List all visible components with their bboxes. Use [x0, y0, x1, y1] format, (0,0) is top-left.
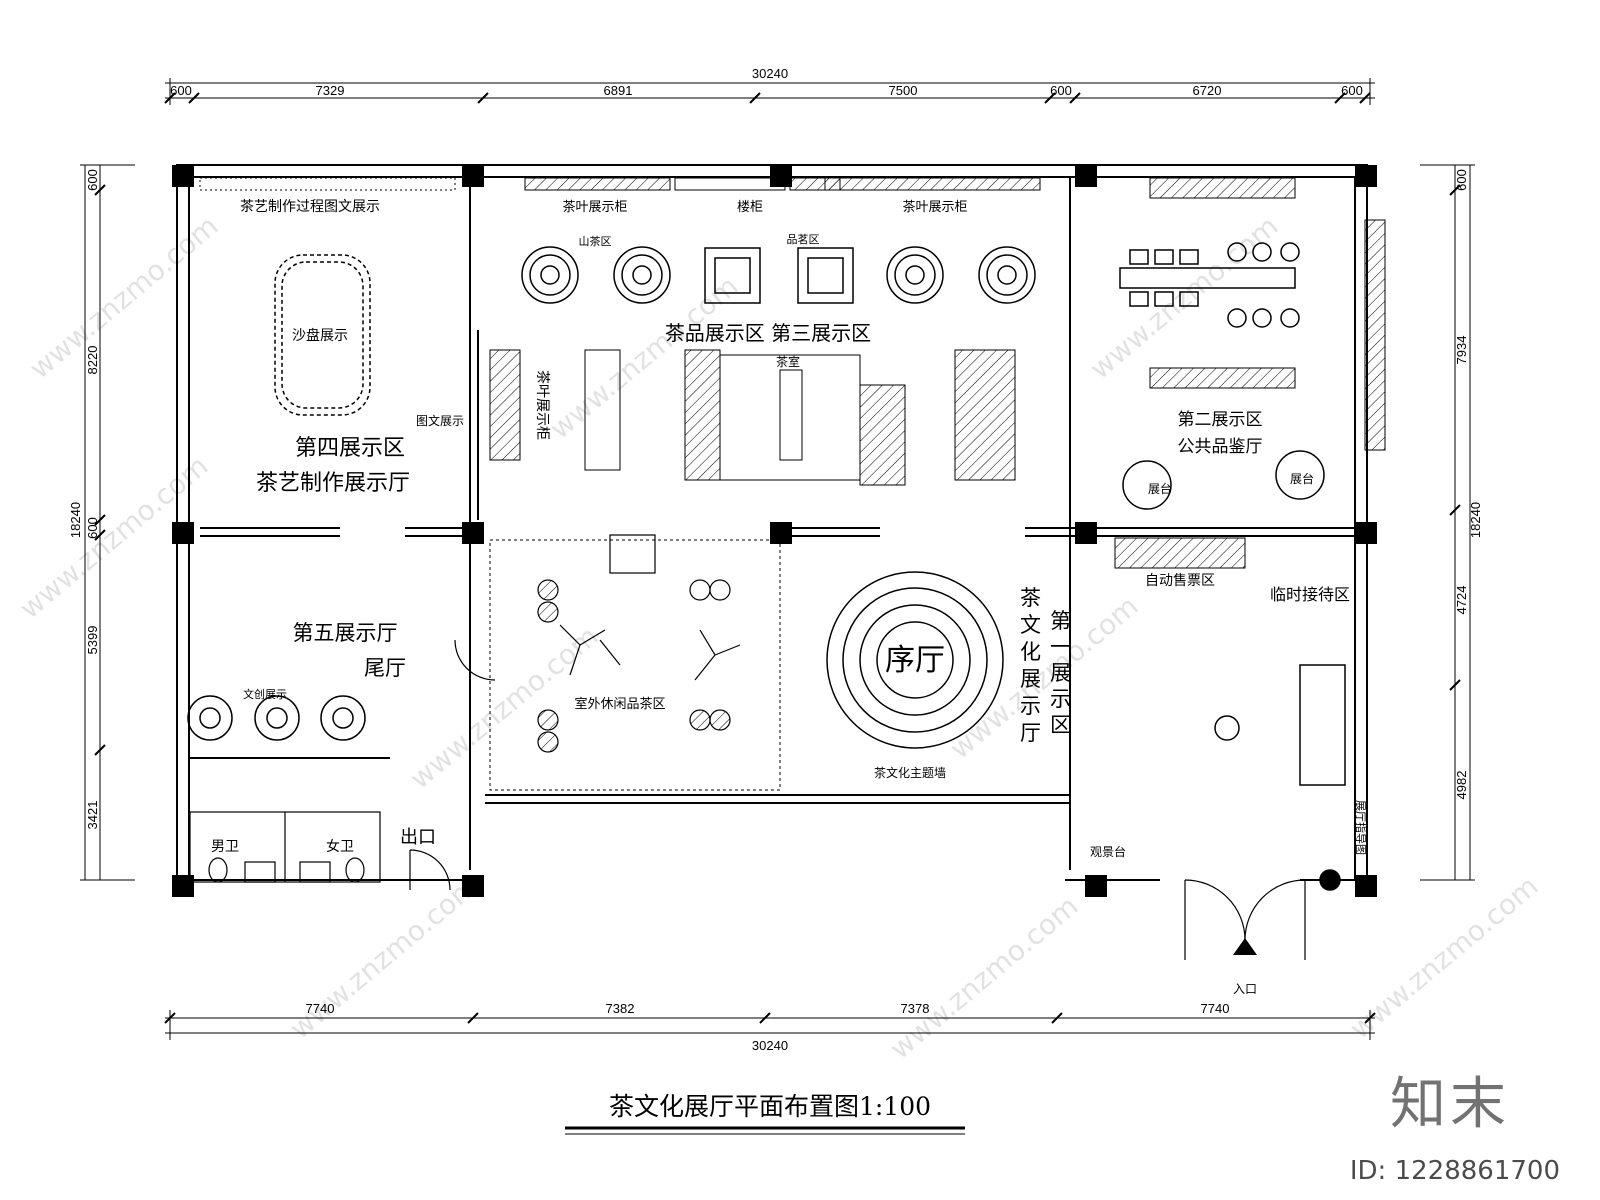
dim-left-seg: 8220: [85, 346, 100, 375]
label-male-wc: 男卫: [211, 839, 239, 855]
zone1-vertical-labels: 茶文化展示厅 第一展示区: [1020, 586, 1071, 745]
label-zone2-title: 第二展示区: [1178, 410, 1263, 430]
label-lobby: 序厅: [885, 643, 945, 678]
tea-tables: [187, 246, 1036, 741]
watermark-site: www.znzmo.com: [23, 209, 224, 385]
label-hill-area: 山茶区: [579, 235, 612, 248]
watermark-site: www.znzmo.com: [283, 869, 484, 1045]
label-zone5-subtitle: 尾厅: [364, 656, 406, 680]
doors: [409, 639, 1306, 960]
label-tea-cabinet-vert: 茶叶展示柜: [534, 370, 550, 440]
entrance-arrow: [1233, 938, 1257, 955]
dimension-labels: 30240 600 7329 6891 7500 600 6720 600 77…: [170, 66, 1363, 1053]
label-culture-display: 文创展示: [243, 687, 287, 701]
dim-bottom-seg: 7378: [901, 1001, 930, 1016]
dim-top-total: 30240: [752, 66, 788, 81]
label-sandbox: 沙盘展示: [292, 327, 348, 344]
dimension-lines: [80, 78, 1475, 1040]
label-zone1-title: 茶文化展示厅: [1020, 586, 1041, 745]
room-labels: 茶艺制作过程图文展示 沙盘展示 图文展示 第四展示区 茶艺制作展示厅 茶叶展示柜…: [211, 199, 1368, 996]
dimension-labels-vertical: 18240 600 8220 600 5399 3421 18240 600 7…: [68, 169, 1483, 829]
dim-top-seg: 7500: [889, 83, 918, 98]
dimension-ticks: [94, 92, 1461, 1024]
columns: [172, 165, 1377, 897]
dim-top-seg: 6720: [1193, 83, 1222, 98]
dim-right-seg: 4982: [1454, 771, 1469, 800]
outdoor-furniture: [537, 534, 741, 753]
label-zone4-subtitle: 茶艺制作展示厅: [256, 471, 410, 496]
dim-top-seg: 6891: [604, 83, 633, 98]
watermark-brand: 知末: [1390, 1072, 1510, 1137]
dim-left-seg: 600: [85, 517, 100, 539]
label-tea-cabinet-right: 茶叶展示柜: [902, 199, 967, 215]
watermark-id: ID: 1228861700: [1349, 1156, 1560, 1186]
label-zone3-title: 茶品展示区 第三展示区: [665, 321, 871, 345]
top-cabinets: [199, 177, 1386, 569]
label-zone1-num: 第一展示区: [1050, 609, 1071, 737]
dim-left-seg: 5399: [85, 626, 100, 655]
dim-left-seg: 3421: [85, 801, 100, 830]
lobby-rings: [826, 571, 1004, 749]
label-outdoor: 室外休闲品茶区: [574, 696, 665, 712]
label-reception: 临时接待区: [1270, 585, 1350, 604]
label-female-wc: 女卫: [326, 838, 354, 855]
label-graphic-display: 图文展示: [416, 413, 464, 428]
dim-right-seg: 4724: [1454, 586, 1469, 615]
toilet-fixtures: [189, 811, 381, 883]
label-tea-cabinet-left: 茶叶展示柜: [562, 199, 627, 215]
dim-top-seg: 600: [170, 83, 192, 98]
label-zone2-subtitle: 公共品鉴厅: [1178, 437, 1263, 457]
label-ticket: 自动售票区: [1145, 573, 1215, 589]
dim-top-seg: 600: [1050, 83, 1072, 98]
label-zone4-wall: 茶艺制作过程图文展示: [240, 199, 380, 215]
dim-left-total: 18240: [68, 502, 83, 538]
dim-bottom-seg: 7740: [306, 1001, 335, 1016]
label-stage: 展台: [1148, 481, 1172, 496]
watermark-site: www.znzmo.com: [883, 889, 1084, 1065]
label-theme-wall: 茶文化主题墙: [874, 765, 946, 780]
dim-top-seg: 7329: [316, 83, 345, 98]
label-zone4-title: 第四展示区: [295, 436, 405, 461]
dim-bottom-total: 30240: [752, 1038, 788, 1053]
dim-bottom-seg: 7740: [1201, 1001, 1230, 1016]
dim-left-seg: 600: [85, 169, 100, 191]
label-tea-room: 茶室: [776, 354, 800, 369]
dim-bottom-seg: 7382: [606, 1001, 635, 1016]
dim-right-seg: 600: [1454, 169, 1469, 191]
label-bar-counter: 楼柜: [737, 200, 763, 215]
drawing-title: 茶文化展厅平面布置图1:100: [609, 1092, 931, 1121]
watermark-site: www.znzmo.com: [943, 589, 1144, 765]
plant-border: [489, 539, 781, 791]
watermark-site: www.znzmo.com: [1083, 209, 1284, 385]
label-tasting-area: 品茗区: [787, 233, 820, 246]
tasting-tables: [1119, 242, 1346, 891]
label-zone5-title: 第五展示厅: [293, 621, 398, 645]
label-stage: 展台: [1290, 471, 1314, 486]
label-platform: 观景台: [1090, 844, 1126, 859]
dim-top-seg: 600: [1341, 83, 1363, 98]
label-entrance: 入口: [1233, 982, 1257, 996]
dim-right-total: 18240: [1468, 502, 1483, 538]
label-guide: 展厅指导图: [1354, 800, 1368, 855]
label-exit: 出口: [400, 827, 436, 848]
dim-right-seg: 7934: [1454, 336, 1469, 365]
